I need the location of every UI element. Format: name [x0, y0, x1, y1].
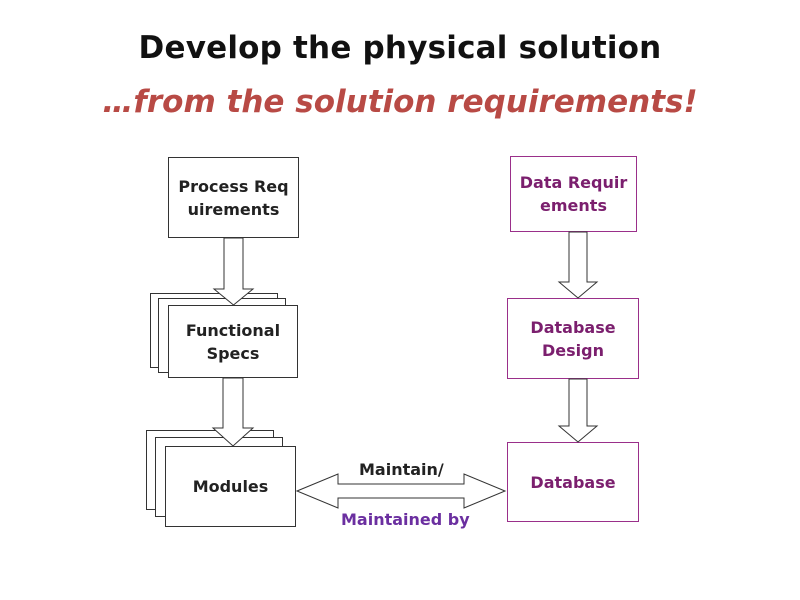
modules-box: Modules [165, 446, 296, 527]
down-arrow-design-to-database [557, 378, 599, 443]
down-arrow-process-to-specs [212, 237, 255, 306]
down-arrow-specs-to-modules [211, 377, 255, 447]
double-arrow-modules-database [295, 473, 507, 509]
functional-specs-label: Functional Specs [185, 320, 281, 363]
data-requirements-label: Data Requirements [519, 173, 628, 215]
slide-subtitle: …from the solution requirements! [102, 84, 698, 120]
database-box: Database [507, 442, 639, 522]
data-requirements-box: Data Requirements [510, 156, 637, 232]
process-requirements-label: Process Requirements [178, 176, 289, 219]
process-requirements-box: Process Requirements [168, 157, 299, 238]
database-design-label: Database Design [530, 317, 616, 360]
maintained-by-label: Maintained by [341, 510, 470, 529]
down-arrow-data-to-design [557, 231, 599, 299]
slide-title: Develop the physical solution [138, 30, 662, 66]
maintain-label: Maintain/ [359, 460, 444, 479]
modules-label: Modules [192, 477, 269, 496]
functional-specs-box: Functional Specs [168, 305, 298, 378]
database-label: Database [530, 472, 616, 492]
